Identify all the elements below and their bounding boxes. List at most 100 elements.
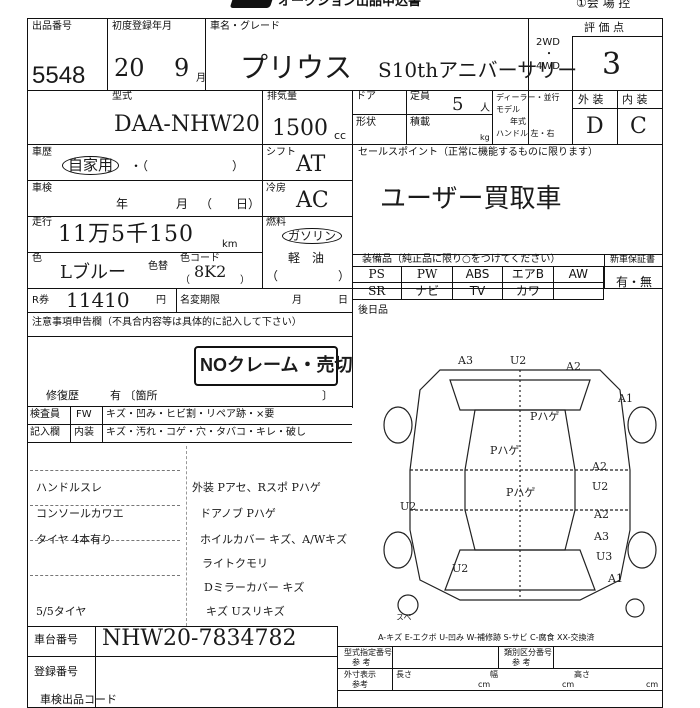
equipment-item: ABS — [452, 266, 504, 283]
remark-right: キズ Uスリキズ — [206, 605, 285, 618]
car-trunk — [444, 549, 596, 591]
warranty-label: 新車保証書 — [610, 255, 656, 265]
score-value: 3 — [602, 47, 622, 82]
load-label: 積載 — [410, 117, 430, 128]
height-unit: cm — [646, 680, 659, 689]
equipment-item: カワ — [503, 283, 554, 300]
lot-number: 5548 — [32, 62, 86, 89]
first-registration-label: 初度登録年月 — [112, 21, 172, 32]
damage-mark: A1 — [617, 392, 633, 405]
car-name-label: 車名・グレード — [210, 21, 280, 32]
width-unit: cm — [562, 680, 575, 689]
chassis-number: NHW20-7834782 — [102, 626, 297, 651]
capacity-label: 定員 — [410, 91, 430, 102]
car-grade: S10thアニバーサリー — [378, 58, 578, 82]
handle-label: ハンドル 左・右 — [496, 129, 555, 138]
lot-number-label: 出品番号 — [32, 21, 72, 32]
car-name: プリウス — [240, 51, 353, 84]
name-change-label: 名変期限 — [180, 295, 220, 306]
damage-mark: U2 — [452, 562, 468, 575]
dealer-parallel-label: ディーラー・並行 — [496, 93, 560, 102]
damage-mark: A3 — [593, 530, 609, 543]
damage-mark: U2 — [400, 500, 416, 513]
shift-value: AT — [296, 152, 326, 177]
color-other: （ ） — [180, 275, 250, 286]
fuel-gasoline: ガソリン — [282, 228, 343, 244]
wheel-front-right — [627, 406, 657, 444]
damage-mark: A3 — [457, 354, 473, 367]
dimensions-ref: 参考 — [352, 680, 368, 689]
equipment-item: PS — [352, 266, 403, 283]
damage-mark: A2 — [593, 508, 609, 521]
equipment-item — [553, 283, 604, 300]
history-label: 車歴 — [32, 147, 52, 158]
warranty-value: 有・無 — [616, 275, 653, 289]
exterior-label: 外 装 — [578, 93, 604, 106]
equipment-item: PW — [402, 266, 453, 283]
damage-mark: A1 — [607, 572, 623, 585]
interior-label: 内 装 — [622, 93, 648, 106]
exterior-grade: D — [586, 114, 604, 139]
first-registration-year: 20 — [114, 54, 145, 82]
wheel-rear-left — [383, 531, 413, 569]
interior-grade: C — [630, 114, 647, 139]
remark-left: 5/5タイヤ — [36, 605, 87, 618]
aircon-label: 冷房 — [266, 183, 286, 194]
recycle-unit: 円 — [156, 295, 166, 306]
chassis-label: 車台番号 — [34, 633, 78, 646]
color-code-label: 色コード — [180, 253, 220, 264]
entry-options: キズ・汚れ・コゲ・穴・タバコ・キレ・破し — [106, 427, 306, 438]
capacity-unit: 人 — [480, 103, 490, 114]
damage-mark: U2 — [510, 354, 526, 367]
car-hood — [449, 379, 591, 411]
remark-right: 外装 Pアセ、Rスポ Pハゲ — [192, 481, 321, 494]
damage-mark: A2 — [591, 460, 607, 473]
model-code: DAA-NHW20 — [114, 112, 260, 137]
history-other: ・（ ） — [130, 159, 245, 173]
mileage-value: 11万5千150 — [58, 222, 194, 247]
type-designation-ref: 参 考 — [352, 658, 371, 667]
displacement-value: 1500 — [272, 116, 328, 141]
width-label: 幅 — [490, 670, 498, 679]
mileage-unit: km — [222, 239, 238, 250]
entry-interior: 内装 — [74, 427, 94, 438]
fuel-label: 燃料 — [266, 217, 286, 228]
damage-legend: A-キズ E-エクボ U-凹み W-補修跡 S-サビ C-腐食 XX-交換済 — [378, 633, 595, 642]
model-label-small: モデル — [496, 105, 520, 114]
equipment-item: エアB — [503, 266, 554, 283]
spare-tire — [397, 594, 419, 616]
door-label: ドア — [356, 91, 376, 102]
remark-right: ドアノブ Pハゲ — [200, 507, 276, 520]
drive-dot: ・ — [544, 49, 554, 60]
damage-mark: U2 — [592, 480, 608, 493]
year-label-small: 年式 — [510, 117, 526, 126]
later-items-label: 後日品 — [358, 305, 388, 316]
recycle-label: R券 — [32, 295, 49, 306]
drive-2wd: 2WD — [536, 37, 560, 48]
fuel-other: （ ） — [266, 269, 351, 283]
venue-copy-label: ①会 場 控 — [576, 0, 631, 10]
shape-label: 形状 — [356, 117, 376, 128]
equipment-item: TV — [452, 283, 504, 300]
aircon-value: AC — [296, 188, 329, 213]
remark-left: コンソールカワエ — [36, 507, 124, 520]
color-value: Lブルー — [60, 262, 126, 283]
repair-history-label: 修復歴 — [46, 389, 79, 402]
capacity-value: 5 — [452, 94, 464, 115]
shaken-day: （ 日） — [200, 197, 261, 211]
selling-points-label: セールスポイント（正常に機能するものに限ります） — [358, 147, 598, 158]
remark-right: ホイルカバー キズ、A/Wキズ — [200, 533, 348, 546]
displacement-label: 排気量 — [267, 91, 297, 102]
remark-left: ハンドルスレ — [36, 481, 102, 494]
no-claim-stamp-text: NOクレーム・売切 — [200, 355, 353, 375]
color-change-label: 色替 — [148, 261, 168, 272]
color-label: 色 — [32, 253, 42, 264]
inspector-label: 検査員 — [30, 409, 60, 420]
repair-history-value: 有 〔箇所 — [110, 389, 158, 402]
remark-right: Dミラーカバー キズ — [204, 581, 305, 594]
damage-mark: Pハゲ — [530, 410, 559, 423]
no-claim-stamp — [194, 346, 338, 386]
wheel-rear-right — [627, 531, 657, 569]
category-label: 類別区分番号 — [504, 648, 552, 657]
